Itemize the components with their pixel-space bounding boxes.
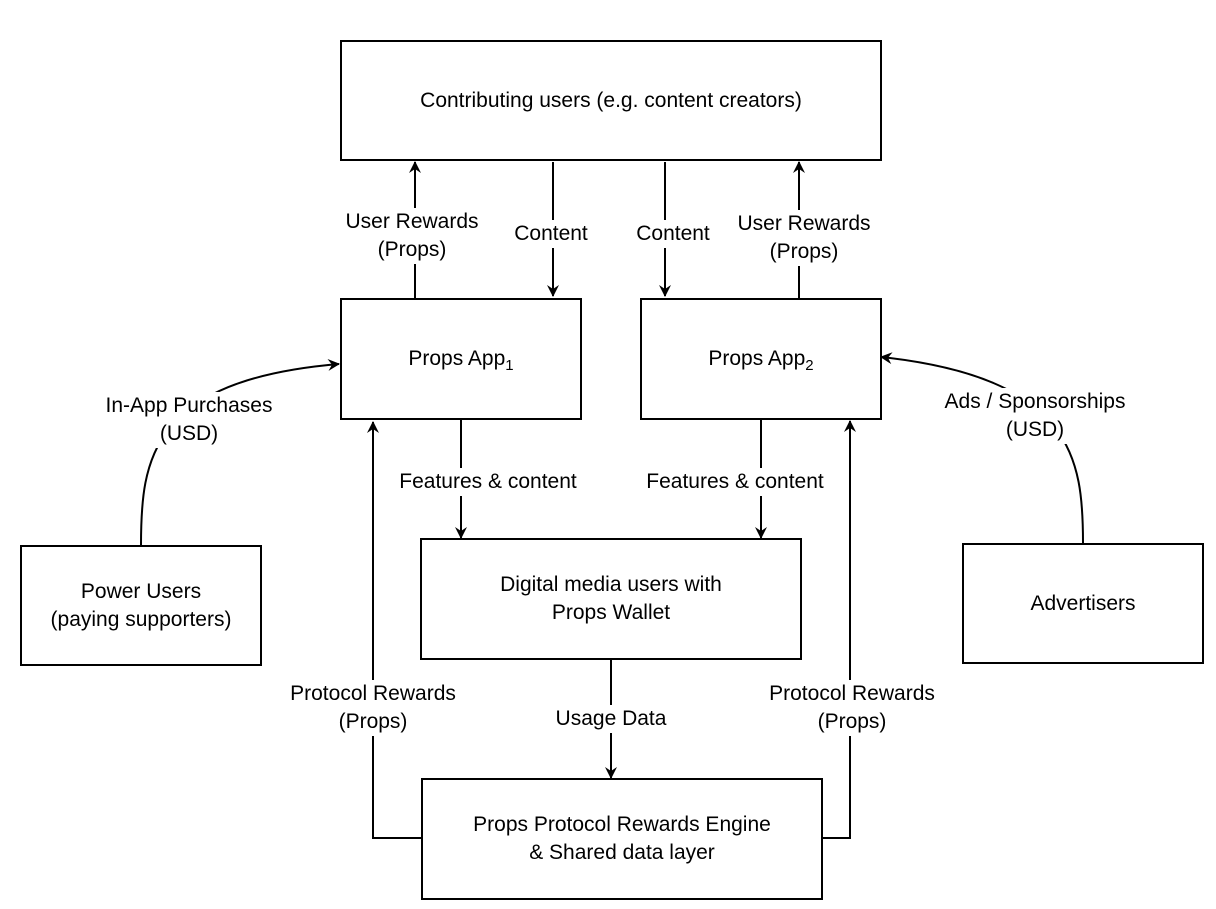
content-1-label: Content — [514, 220, 588, 248]
user-rewards-1-label: User Rewards (Props) — [345, 208, 479, 264]
props-app-1-box: Props App1 — [340, 298, 582, 420]
features-2-label: Features & content — [646, 468, 824, 496]
features-1-label: Features & content — [399, 468, 577, 496]
props-app-2-subscript: 2 — [805, 357, 814, 374]
props-app-1-subscript: 1 — [505, 357, 514, 374]
power-users-box: Power Users (paying supporters) — [20, 545, 262, 666]
protocol-rewards-2-label: Protocol Rewards (Props) — [769, 680, 935, 736]
contributing-users-box: Contributing users (e.g. content creator… — [340, 40, 882, 161]
rewards-engine-label-line1: Props Protocol Rewards Engine — [473, 813, 771, 836]
digital-media-users-box: Digital media users with Props Wallet — [420, 538, 802, 660]
props-app-2-box: Props App2 — [640, 298, 882, 420]
power-users-label-line1: Power Users — [80, 579, 202, 603]
props-app-1-label: Props App1 — [408, 347, 514, 374]
advertisers-label: Advertisers — [1030, 591, 1136, 615]
user-rewards-2-label: User Rewards (Props) — [737, 210, 871, 266]
content-2-label: Content — [636, 220, 710, 248]
ads-sponsorships-arrow — [880, 352, 1084, 544]
in-app-purchases-label: In-App Purchases (USD) — [105, 392, 273, 448]
power-users-label-line2: (paying supporters) — [50, 607, 232, 631]
digital-media-users-label-line1: Digital media users with — [500, 573, 722, 596]
protocol-rewards-1-arrow — [367, 421, 421, 839]
protocol-rewards-1-label: Protocol Rewards (Props) — [290, 680, 456, 736]
rewards-engine-label-line2: & Shared data layer — [529, 841, 715, 864]
rewards-engine-box: Props Protocol Rewards Engine & Shared d… — [421, 778, 823, 900]
advertisers-box: Advertisers — [962, 543, 1204, 664]
contributing-users-label: Contributing users (e.g. content creator… — [420, 88, 802, 112]
digital-media-users-label-line2: Props Wallet — [551, 601, 671, 624]
ads-sponsorships-label: Ads / Sponsorships (USD) — [944, 388, 1126, 444]
usage-data-label: Usage Data — [555, 705, 667, 733]
props-app-2-label: Props App2 — [708, 347, 814, 374]
protocol-rewards-2-arrow — [822, 420, 856, 839]
